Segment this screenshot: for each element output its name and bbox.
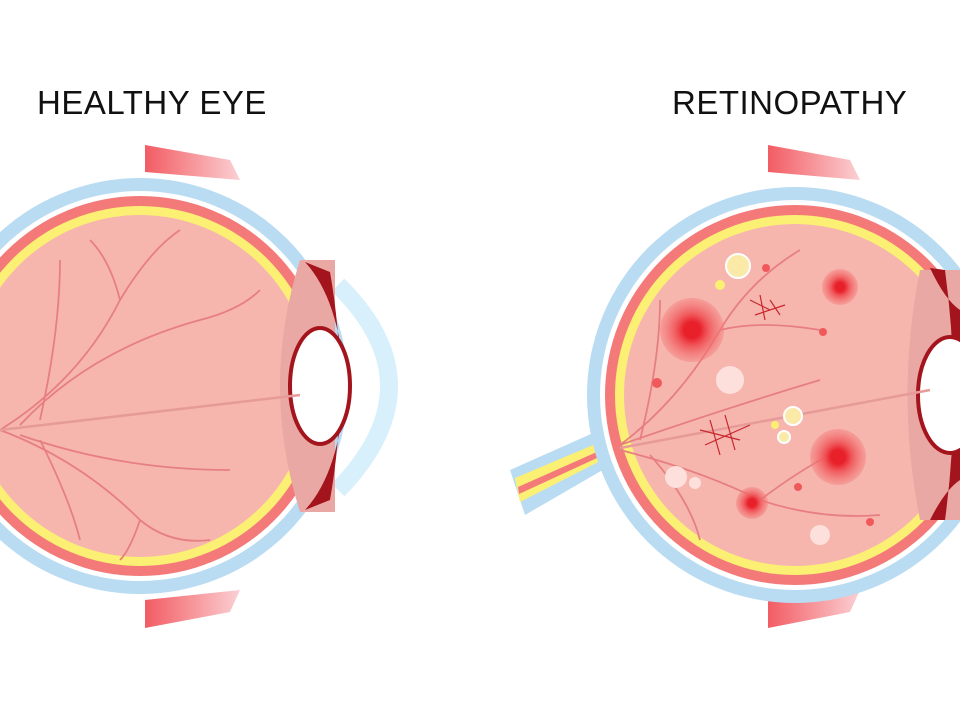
muscle-top xyxy=(145,145,240,180)
hemorrhage-spot xyxy=(660,298,724,362)
lens xyxy=(916,335,960,455)
vitreous xyxy=(0,215,311,557)
hemorrhage-spot xyxy=(822,269,858,305)
retinopathy-label: RETINOPATHY xyxy=(672,84,908,121)
healthy-eye-label: HEALTHY EYE xyxy=(37,84,267,121)
cornea xyxy=(331,278,398,497)
muscle-top xyxy=(768,145,860,180)
neovascularization xyxy=(699,294,786,456)
blood-vessels xyxy=(0,229,301,561)
muscle-bottom xyxy=(145,590,240,628)
retinopathy-eye xyxy=(510,145,960,628)
exudate xyxy=(783,406,803,426)
hemorrhage-spot xyxy=(810,429,866,485)
exudates xyxy=(665,253,830,545)
iris-ciliary xyxy=(930,268,960,520)
exudate xyxy=(777,430,791,444)
hemorrhage-spot xyxy=(736,487,768,519)
healthy-eye xyxy=(0,145,398,628)
hemorrhages xyxy=(652,264,874,526)
exudate xyxy=(725,253,751,279)
lens xyxy=(288,326,352,446)
